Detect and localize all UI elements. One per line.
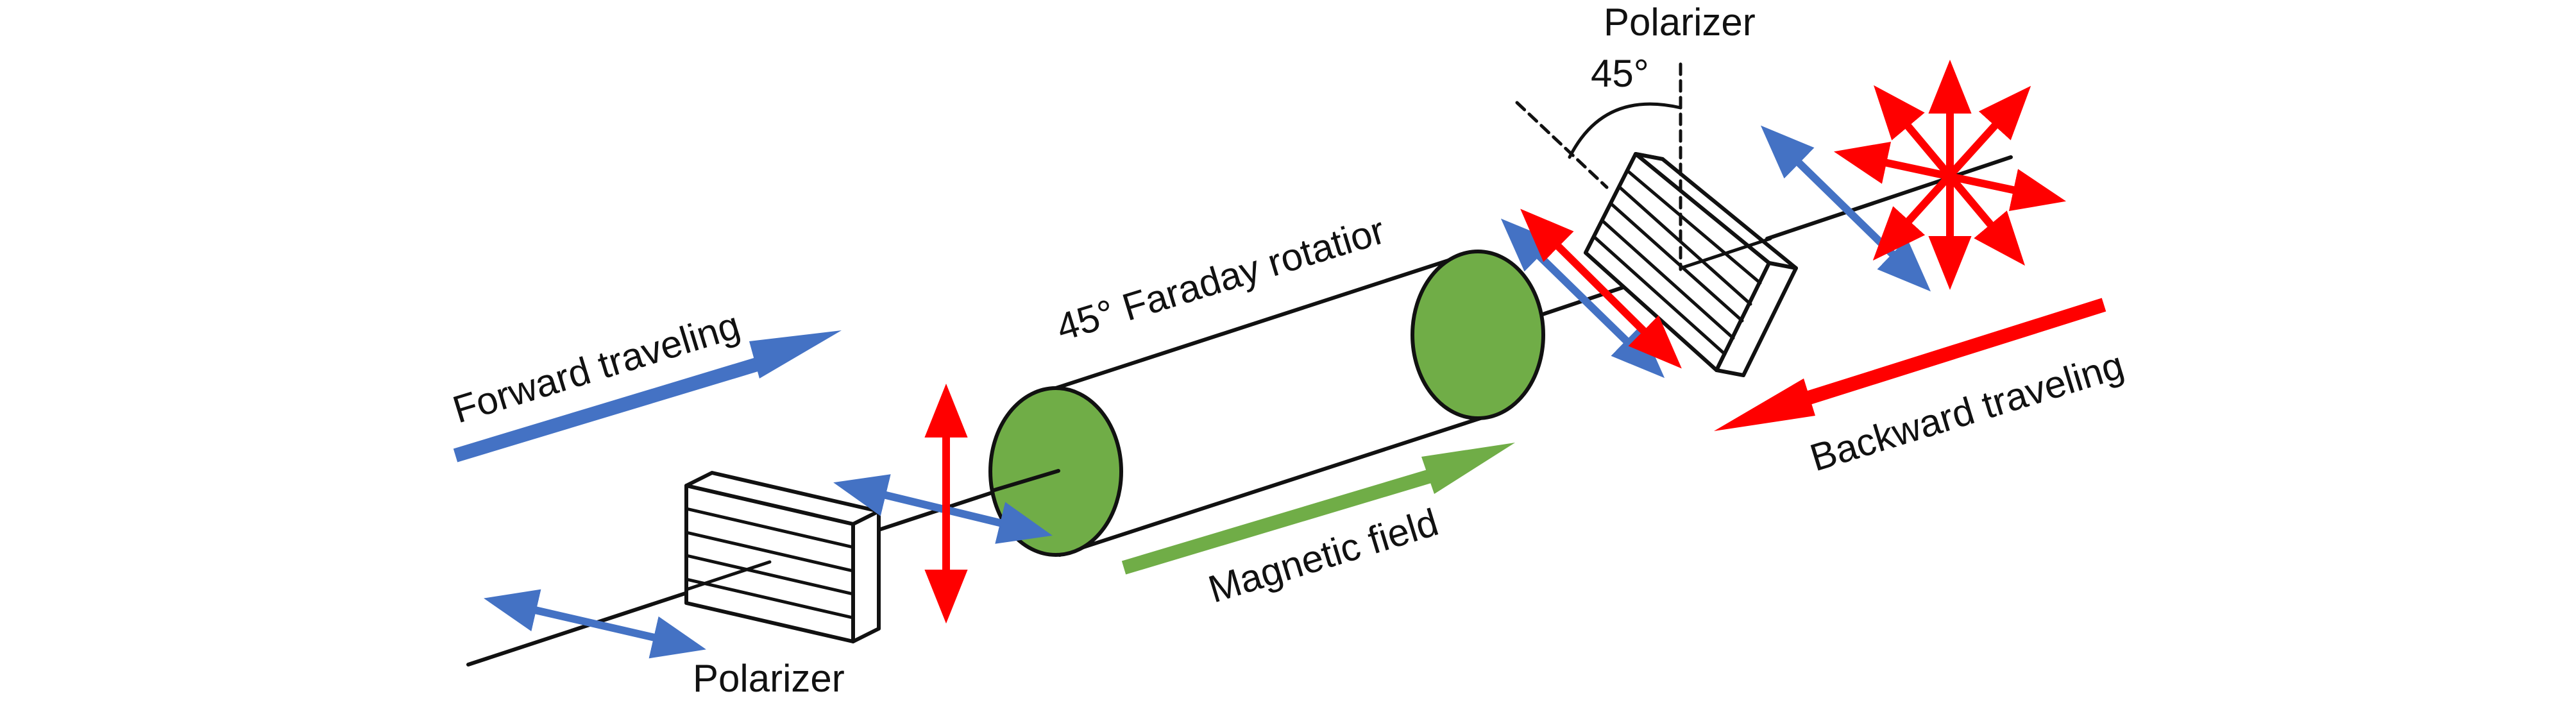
backward-traveling-label: Backward traveling [1805,343,2128,479]
star-ray [1872,85,2031,261]
right-polarizer-label: Polarizer [1604,1,1756,44]
cylinder-bottom-edge [1058,416,1482,557]
faraday-rotator [988,250,1545,557]
faraday-rotator-label: 45° Faraday rotatior [1051,208,1389,349]
axis-through-polarizer [684,560,772,591]
backward-arrow-shaft [1806,298,2106,405]
left-polarizer-slit [684,554,855,596]
left-polarizer-slit [684,507,855,549]
polarization-arrow-red-after-rotator [1520,208,1682,369]
unpolarized-light-star [1833,60,2067,290]
forward-traveling-arrow [453,330,842,463]
polarization-arrow-blue-incoming [484,589,706,659]
left-polarizer-side [851,509,881,643]
left-polarizer-slit [684,577,855,620]
right-polarizer [1584,152,1798,377]
cylinder-top-edge [1054,250,1476,390]
magnetic-field-arrow [1121,443,1515,575]
left-polarizer-slit [684,531,855,573]
magnetic-arrow-shaft [1121,469,1433,575]
backward-arrow-head [1714,378,1815,431]
backward-traveling-arrow [1714,298,2106,431]
angle-label: 45° [1591,52,1649,95]
right-polarizer-slit [1617,185,1752,306]
cylinder-far-face [1411,250,1545,420]
forward-arrow-shaft [453,355,766,463]
magnetic-arrow-head [1421,443,1515,494]
left-polarizer-label: Polarizer [693,657,845,700]
angle-arc [1568,102,1682,159]
diagonal-reference-dashed-line [1515,101,1609,189]
left-polarizer [684,471,881,643]
axis-through-right-polarizer [1679,237,1772,270]
right-polarizer-slit [1625,169,1762,285]
forward-arrow-head [749,330,842,378]
magnetic-field-label: Magnetic field [1203,500,1443,611]
